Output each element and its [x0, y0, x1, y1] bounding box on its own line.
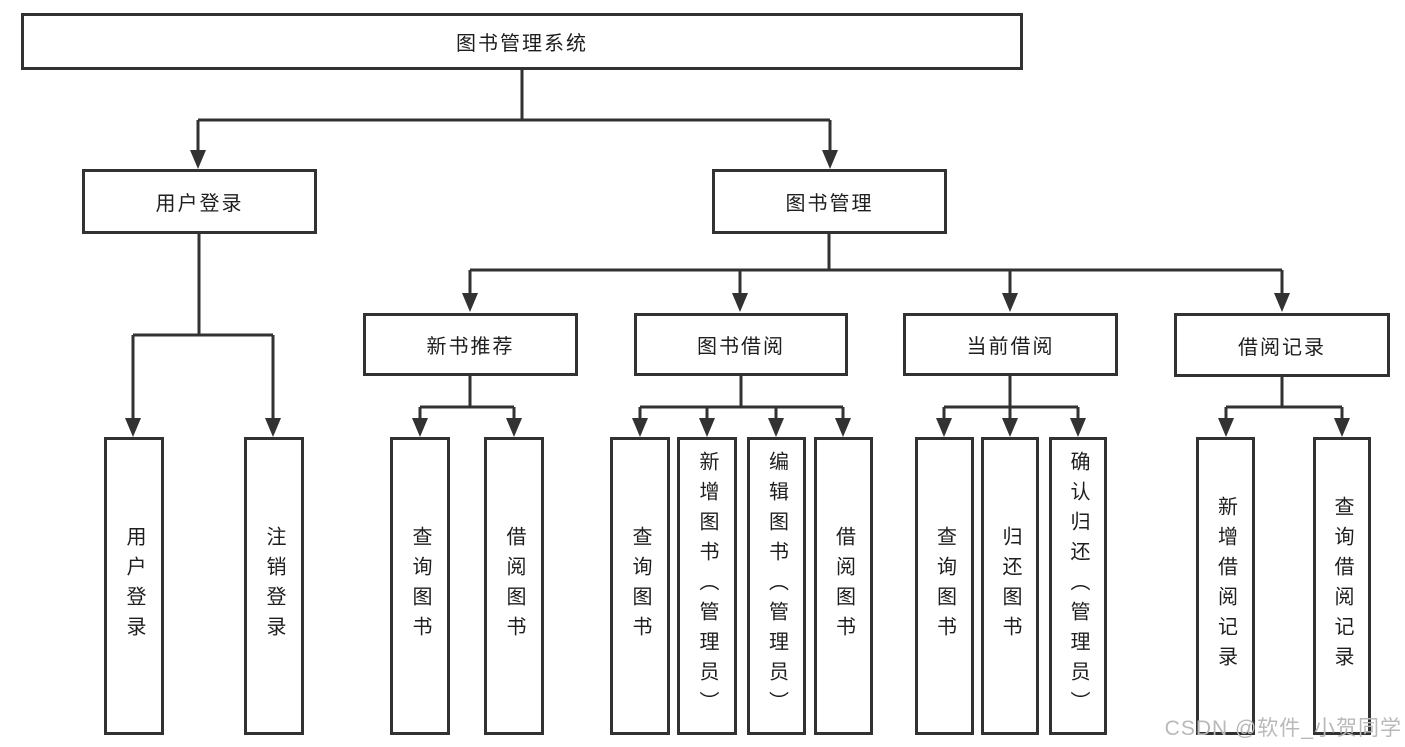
arrowhead-icon	[822, 150, 838, 169]
leaf-add-book-admin: 新增图书（管理员）	[677, 437, 737, 735]
arrowhead-icon	[1002, 418, 1018, 437]
node-label: 图书管理系统	[456, 33, 588, 55]
node-label: 查询借阅记录	[1331, 496, 1353, 676]
node-label: 借阅记录	[1238, 336, 1326, 359]
node-label: 编辑图书（管理员）	[765, 451, 788, 721]
leaf-query-book-1: 查询图书	[390, 437, 450, 735]
arrowhead-icon	[412, 418, 428, 437]
node-label: 注销登录	[263, 526, 285, 646]
node-book-management: 图书管理	[712, 169, 947, 234]
arrowhead-icon	[1218, 418, 1234, 437]
node-label: 借阅图书	[832, 526, 855, 646]
leaf-edit-book-admin: 编辑图书（管理员）	[747, 437, 806, 735]
arrowhead-icon	[506, 418, 522, 437]
node-new-book-recommend: 新书推荐	[363, 313, 578, 376]
arrowhead-icon	[1274, 293, 1290, 312]
arrowhead-icon	[125, 418, 141, 437]
arrowhead-icon	[190, 150, 206, 169]
node-label: 图书管理	[785, 193, 874, 215]
node-current-borrow: 当前借阅	[903, 313, 1118, 376]
arrowhead-icon	[936, 418, 952, 437]
node-label: 用户登录	[155, 193, 244, 215]
arrowhead-icon	[835, 418, 851, 437]
arrowhead-icon	[1070, 418, 1086, 437]
node-label: 归还图书	[999, 526, 1021, 646]
leaf-borrow-book-2: 借阅图书	[814, 437, 873, 735]
arrowhead-icon	[1334, 418, 1350, 437]
arrowhead-icon	[1002, 293, 1018, 312]
leaf-query-borrow-record: 查询借阅记录	[1313, 437, 1371, 735]
node-label: 查询图书	[629, 526, 651, 646]
node-label: 当前借阅	[966, 336, 1055, 358]
leaf-borrow-book-1: 借阅图书	[484, 437, 544, 735]
arrowhead-icon	[732, 293, 748, 312]
leaf-confirm-return-admin: 确认归还（管理员）	[1049, 437, 1107, 735]
node-label: 借阅图书	[503, 526, 525, 646]
node-label: 图书借阅	[697, 336, 785, 358]
node-label: 新增借阅记录	[1214, 496, 1237, 676]
leaf-query-book-2: 查询图书	[610, 437, 670, 735]
arrowhead-icon	[632, 418, 648, 437]
node-user-login: 用户登录	[82, 169, 317, 234]
arrowhead-icon	[462, 293, 478, 312]
node-label: 新增图书（管理员）	[696, 451, 718, 721]
arrowhead-icon	[265, 418, 281, 437]
node-book-borrow: 图书借阅	[634, 313, 848, 376]
leaf-user-login: 用户登录	[104, 437, 164, 735]
leaf-return-book: 归还图书	[981, 437, 1039, 735]
node-label: 查询图书	[409, 526, 431, 646]
node-label: 确认归还（管理员）	[1067, 451, 1089, 721]
csdn-watermark: CSDN @软件_小贺同学	[1164, 717, 1402, 740]
arrowhead-icon	[699, 418, 715, 437]
node-label: 新书推荐	[426, 336, 515, 358]
node-borrow-records: 借阅记录	[1174, 313, 1390, 377]
node-root: 图书管理系统	[21, 13, 1023, 70]
leaf-query-book-3: 查询图书	[915, 437, 974, 735]
arrowhead-icon	[768, 418, 784, 437]
node-label: 用户登录	[123, 526, 145, 646]
leaf-logout: 注销登录	[244, 437, 304, 735]
node-label: 查询图书	[933, 526, 956, 646]
leaf-add-borrow-record: 新增借阅记录	[1196, 437, 1255, 735]
